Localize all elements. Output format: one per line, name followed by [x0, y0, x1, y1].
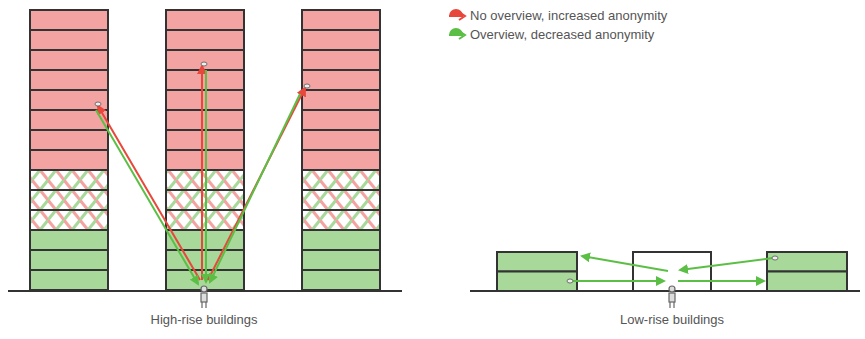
- floor: [30, 270, 108, 290]
- floor: [302, 150, 380, 170]
- floor: [166, 10, 244, 30]
- floor: [166, 30, 244, 50]
- floor: [30, 130, 108, 150]
- floor: [30, 150, 108, 170]
- eye-icons: [567, 256, 778, 283]
- floor: [302, 30, 380, 50]
- floor: [302, 250, 380, 270]
- floor: [302, 170, 380, 190]
- floor: [302, 270, 380, 290]
- floor: [30, 250, 108, 270]
- eye-icons: [95, 62, 310, 106]
- legend-text: Overview, decreased anonymity: [470, 27, 654, 43]
- floor: [30, 170, 108, 190]
- floor: [30, 70, 108, 90]
- floor: [302, 70, 380, 90]
- ground-line: [470, 290, 860, 292]
- floor: [30, 30, 108, 50]
- floor: [302, 110, 380, 130]
- floor: [30, 230, 108, 250]
- sight-lines: [96, 66, 305, 284]
- person-figure: [201, 286, 207, 308]
- low-rise-buildings: [497, 252, 847, 291]
- floor: [30, 90, 108, 110]
- legend-sample: [449, 9, 465, 20]
- floor: [302, 130, 380, 150]
- floor: [166, 50, 244, 70]
- legend-text: No overview, increased anonymity: [470, 8, 667, 24]
- floor: [302, 190, 380, 210]
- legend-sample: [449, 28, 465, 39]
- caption-label: High-rise buildings: [151, 312, 258, 328]
- floor: [302, 10, 380, 30]
- caption-label: Low-rise buildings: [620, 312, 724, 328]
- floor: [30, 10, 108, 30]
- person-figure: [669, 286, 675, 308]
- floor: [302, 50, 380, 70]
- floor: [30, 210, 108, 230]
- floor: [302, 210, 380, 230]
- floor: [302, 90, 380, 110]
- high-rise-towers: [30, 10, 380, 290]
- floor: [30, 190, 108, 210]
- sight-lines: [572, 256, 773, 281]
- floor: [30, 110, 108, 130]
- floor: [302, 230, 380, 250]
- floor: [30, 50, 108, 70]
